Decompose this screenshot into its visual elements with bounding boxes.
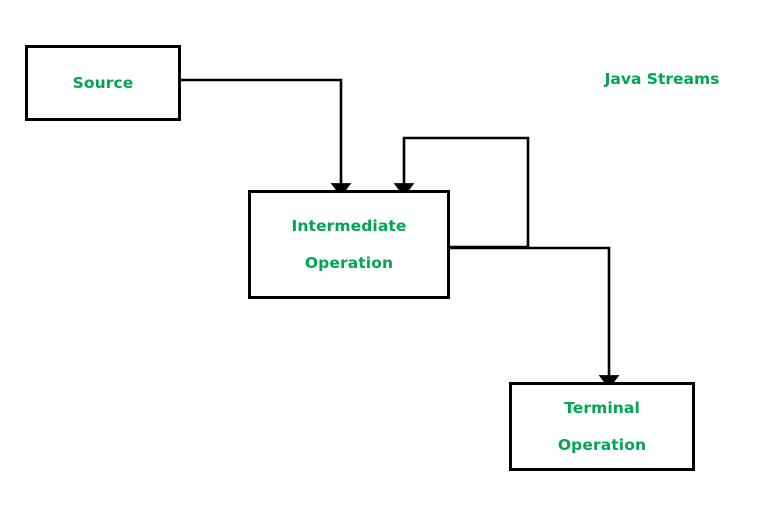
node-terminal-operation: Terminal Operation <box>509 382 695 471</box>
edge-source-to-intermediate <box>181 78 352 197</box>
node-intermediate-label-line-2: Operation <box>304 254 394 272</box>
diagram-title: Java Streams <box>604 70 720 88</box>
edge-intermediate-to-terminal <box>450 246 620 389</box>
node-intermediate-operation: Intermediate Operation <box>248 190 450 299</box>
node-source: Source <box>25 45 181 121</box>
node-source-label-line-1: Source <box>72 73 134 92</box>
node-terminal-label-line-2: Operation <box>557 436 647 454</box>
node-intermediate-label-line-1: Intermediate <box>291 216 407 235</box>
node-terminal-label-line-1: Terminal <box>564 398 640 417</box>
